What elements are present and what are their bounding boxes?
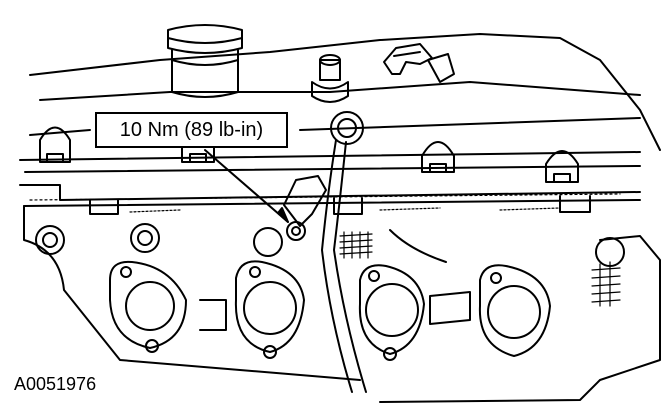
- oil-filler-cap: [167, 24, 243, 98]
- torque-label: 10 Nm (89 lb-in): [119, 118, 264, 141]
- bracket: [283, 175, 327, 241]
- hatching: [29, 193, 621, 307]
- harness-clip: [383, 43, 455, 83]
- torque-callout: 10 Nm (89 lb-in): [95, 112, 288, 148]
- cylinder-head: [23, 195, 661, 403]
- harness-cable: [321, 111, 367, 393]
- intake-ports: [109, 260, 551, 361]
- callout-leader: [204, 149, 289, 223]
- figure-id-label: A0051976: [14, 374, 97, 394]
- stud-connector: [311, 54, 349, 103]
